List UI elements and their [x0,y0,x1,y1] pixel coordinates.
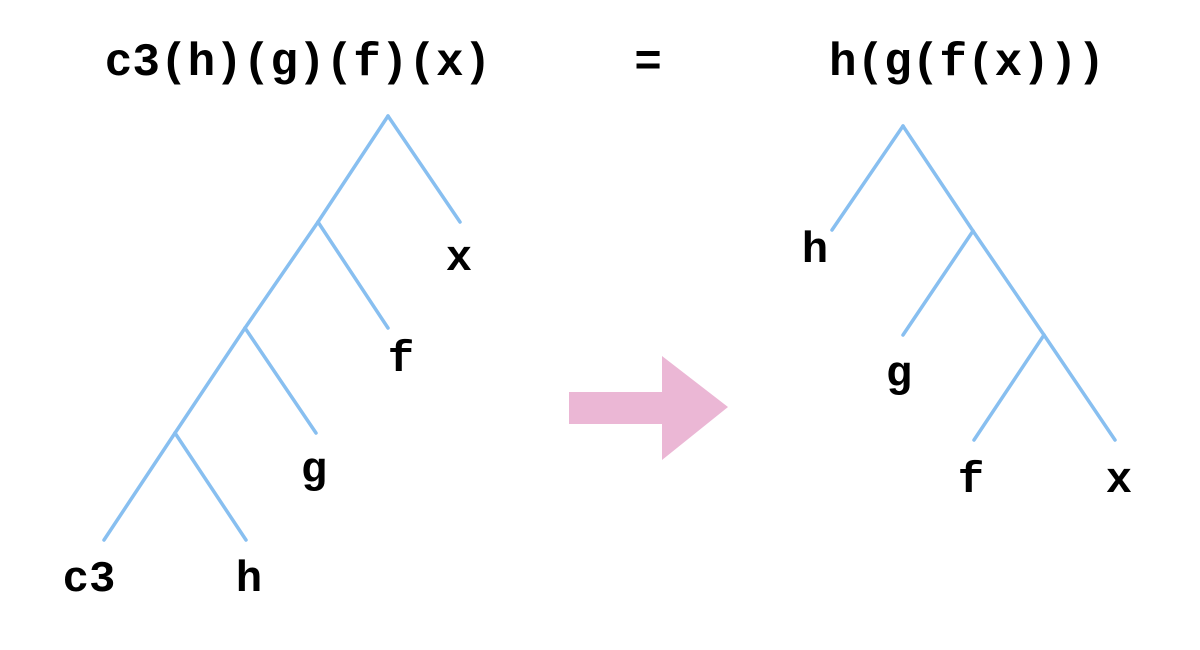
left-tree-edge [316,220,390,330]
left-tree-edge [243,326,318,435]
left-leaf-h: h [236,555,262,605]
right-tree-edge [901,229,975,337]
left-leaf-f: f [388,335,414,385]
right-arrow-icon [569,356,728,460]
right-leaf-g: g [886,350,912,400]
right-leaf-f: f [958,456,984,506]
left-expression: c3(h)(g)(f)(x) [105,37,491,89]
right-leaf-h: h [802,226,828,276]
right-tree-edge [830,124,905,232]
left-leaf-x: x [446,234,472,284]
equals-sign: = [634,37,662,89]
right-tree-edge [901,124,975,233]
left-leaf-g: g [301,446,327,496]
right-tree-edge [1042,333,1117,442]
left-tree-edge [243,220,320,330]
right-tree: h g f x [802,124,1132,506]
left-tree: x f g c3 h [63,114,472,605]
left-tree-edge [173,326,247,435]
left-leaf-c3: c3 [63,555,116,605]
right-tree-edge [971,229,1046,337]
right-expression: h(g(f(x))) [829,37,1105,89]
left-tree-edge [316,114,390,224]
left-tree-edge [386,114,462,224]
right-leaf-x: x [1106,456,1132,506]
left-tree-edge [102,431,177,542]
right-tree-edge [972,333,1046,442]
left-tree-edge [173,431,248,542]
